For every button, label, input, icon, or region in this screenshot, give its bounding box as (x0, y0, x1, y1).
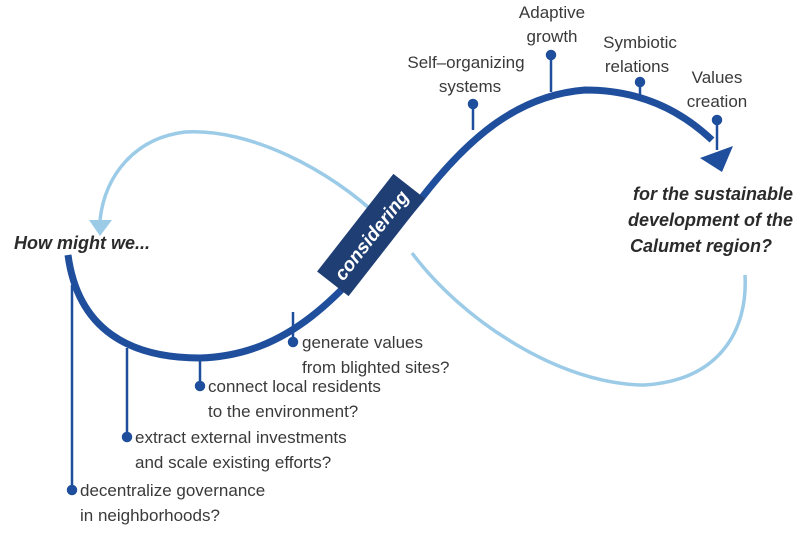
light-return-curve-top (98, 130, 382, 221)
consideration-pins (467, 49, 723, 150)
action-generate-line1: generate values (302, 333, 423, 352)
consideration-labels: Self–organizing systems Adaptive growth … (407, 3, 747, 111)
pin-dot-connect-residents (194, 380, 206, 392)
action-connect-line1: connect local residents (208, 377, 381, 396)
action-decentralize-line2: in neighborhoods? (80, 506, 220, 525)
action-extract-line2: and scale existing efforts? (135, 453, 331, 472)
closing-question: for the sustainable development of the C… (628, 184, 793, 256)
consideration-symbiotic-line1: Symbiotic (603, 33, 677, 52)
light-return-curve (410, 251, 747, 387)
light-arrowhead (89, 220, 112, 236)
consideration-adaptive-line2: growth (526, 27, 577, 46)
dark-arrowhead (700, 146, 733, 172)
action-generate-line2: from blighted sites? (302, 358, 449, 377)
how-might-we-label: How might we... (14, 233, 150, 253)
pin-dot-extract-investments (121, 431, 133, 443)
action-labels: generate values from blighted sites? con… (80, 333, 449, 525)
closing-question-line: for the sustainable (633, 184, 793, 204)
closing-question-line: development of the (628, 210, 793, 230)
action-connect-line2: to the environment? (208, 402, 358, 421)
consideration-self-organizing-line1: Self–organizing (407, 53, 524, 72)
consideration-symbiotic-line2: relations (605, 57, 669, 76)
consideration-values-line2: creation (687, 92, 747, 111)
consideration-self-organizing-line2: systems (439, 77, 501, 96)
pin-dot-decentralize (66, 484, 78, 496)
pin-dot-symbiotic-relations (634, 76, 646, 88)
action-extract-line1: extract external investments (135, 428, 347, 447)
considering-band: considering (317, 173, 425, 297)
action-pins (66, 285, 299, 496)
pin-dot-generate-values (287, 336, 299, 348)
closing-question-line: Calumet region? (630, 236, 772, 256)
action-decentralize-line1: decentralize governance (80, 481, 265, 500)
pin-dot-self-organizing (467, 98, 479, 110)
consideration-adaptive-line1: Adaptive (519, 3, 585, 22)
pin-dot-adaptive-growth (545, 49, 557, 61)
consideration-values-line1: Values (692, 68, 743, 87)
pin-dot-values-creation (711, 114, 723, 126)
